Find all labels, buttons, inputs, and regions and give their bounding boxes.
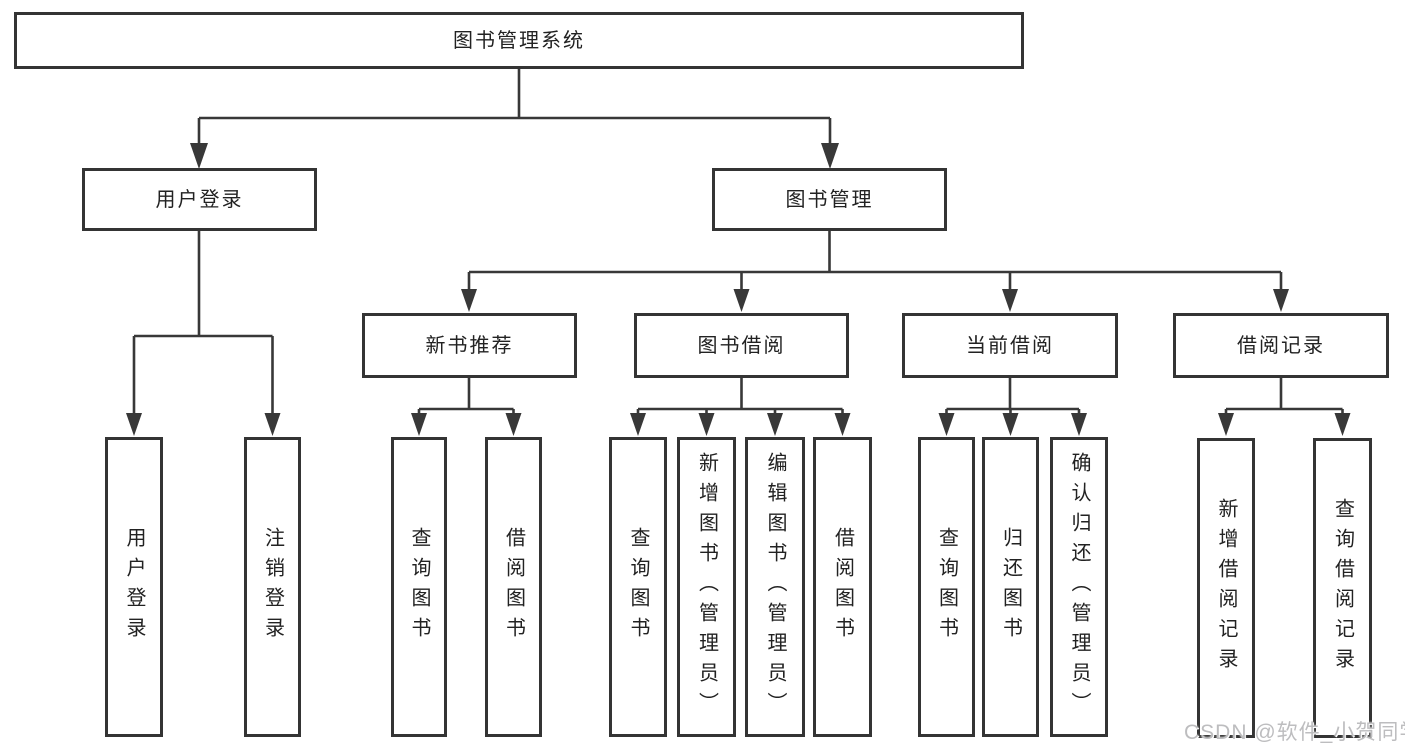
connector-records-to-leaves	[1224, 378, 1344, 415]
leaf-edit-book-admin: 编辑图书（管理员）	[745, 437, 805, 737]
leaf-query-books-borrow: 查询图书	[609, 437, 667, 737]
node-borrowing-records: 借阅记录	[1173, 313, 1389, 378]
watermark-csdn: CSDN @软件_小贺同学	[1184, 721, 1405, 744]
leaf-logout: 注销登录	[244, 437, 301, 737]
node-library-management-system: 图书管理系统	[14, 12, 1024, 69]
node-book-borrowing: 图书借阅	[634, 313, 849, 378]
connector-newbook-to-leaves	[417, 378, 515, 415]
leaf-user-login: 用户登录	[105, 437, 163, 737]
connector-root-to-level2	[197, 69, 832, 146]
leaf-return-books: 归还图书	[982, 437, 1039, 737]
node-user-login: 用户登录	[82, 168, 317, 231]
connector-borrow-to-leaves	[636, 378, 844, 415]
leaf-query-books-current: 查询图书	[918, 437, 975, 737]
connector-bookmgmt-to-level3	[467, 231, 1283, 291]
leaf-add-borrow-record: 新增借阅记录	[1197, 438, 1255, 738]
leaf-borrow-books-recommend: 借阅图书	[485, 437, 542, 737]
node-new-book-recommendation: 新书推荐	[362, 313, 577, 378]
leaf-query-books-recommend: 查询图书	[391, 437, 447, 737]
connector-userlogin-to-leaves	[132, 231, 274, 415]
leaf-add-book-admin: 新增图书（管理员）	[677, 437, 736, 737]
leaf-query-borrow-record: 查询借阅记录	[1313, 438, 1372, 738]
leaf-borrow-books: 借阅图书	[813, 437, 872, 737]
node-current-borrowing: 当前借阅	[902, 313, 1118, 378]
leaf-confirm-return-admin: 确认归还（管理员）	[1050, 437, 1108, 737]
arrowheads	[126, 143, 1351, 436]
node-book-management: 图书管理	[712, 168, 947, 231]
connector-current-to-leaves	[945, 378, 1081, 415]
